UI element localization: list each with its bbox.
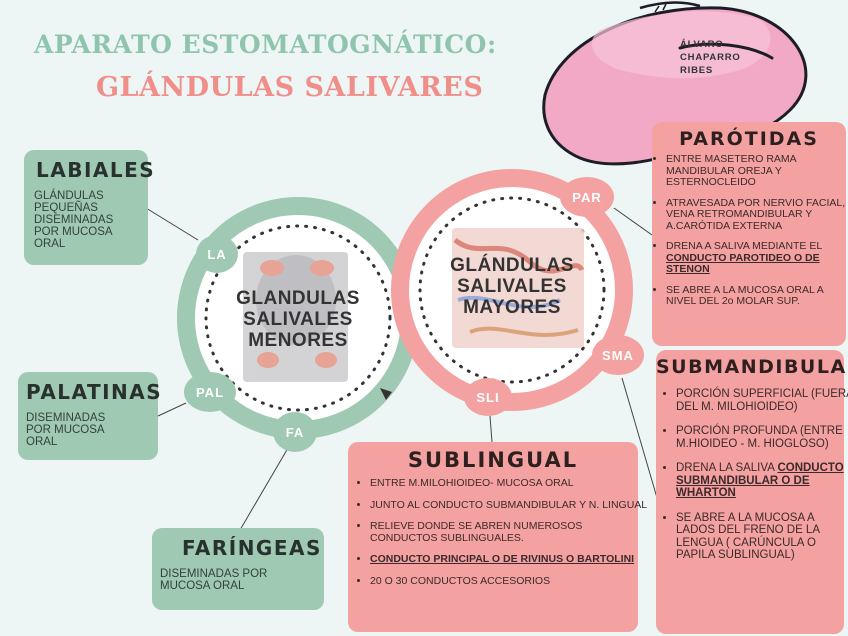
parotidas-card: PARÓTIDAS ENTRE MASETERO RAMA MANDIBULAR… bbox=[652, 122, 846, 346]
submandibular-title: SUBMANDIBULAR bbox=[656, 356, 848, 378]
major-anatomy-image bbox=[452, 228, 585, 348]
sublingual-card: SUBLINGUAL ENTRE M.MILOHIOIDEO- MUCOSA O… bbox=[348, 442, 647, 632]
list-item: DRENA A SALIVA MEDIANTE EL CONDUCTO PARO… bbox=[666, 240, 848, 276]
author-line: CHAPARRO bbox=[680, 52, 741, 63]
text-line: PEQUEÑAS bbox=[34, 202, 98, 214]
center-line: GLÁNDULAS bbox=[450, 255, 574, 276]
text-line: POR MUCOSA bbox=[34, 226, 113, 238]
text-line: DISEMINADAS bbox=[26, 412, 106, 424]
list-item-text: DRENA A SALIVA MEDIANTE EL bbox=[666, 240, 822, 252]
center-line: GLANDULAS bbox=[236, 288, 360, 309]
text-line: GLÁNDULAS bbox=[34, 190, 104, 202]
list-item: JUNTO AL CONDUCTO SUBMANDIBULAR Y N. LIN… bbox=[370, 499, 650, 512]
connector-submandibular bbox=[621, 377, 661, 509]
submandibular-card: SUBMANDIBULAR PORCIÓN SUPERFICIAL (FUERA… bbox=[656, 350, 848, 634]
parotidas-title: PARÓTIDAS bbox=[679, 128, 819, 150]
sublingual-title: SUBLINGUAL bbox=[407, 448, 579, 472]
list-item: ENTRE MASETERO RAMA MANDIBULAR OREJA Y E… bbox=[666, 153, 848, 189]
center-line: MENORES bbox=[248, 330, 348, 351]
palatinas-text: DISEMINADAS POR MUCOSA ORAL bbox=[26, 412, 105, 448]
text-line: MUCOSA ORAL bbox=[160, 580, 245, 592]
major-center-label: GLÁNDULAS SALIVALES MAYORES bbox=[432, 255, 592, 318]
list-item: SE ABRE A LA MUCOSA ORAL A NIVEL DEL 2o … bbox=[666, 284, 848, 308]
node-par[interactable]: PAR bbox=[560, 177, 614, 217]
labiales-card: LABIALES GLÁNDULAS PEQUEÑAS DISEMINADAS … bbox=[24, 150, 154, 265]
palatinas-title: PALATINAS bbox=[26, 380, 163, 404]
list-item: PORCIÓN PROFUNDA (ENTRE M.HIOIDEO - M. H… bbox=[676, 425, 848, 450]
connector-labiales bbox=[145, 207, 199, 241]
text-line: DISEMINADAS bbox=[34, 214, 114, 226]
center-line: MAYORES bbox=[463, 297, 561, 318]
list-item: CONDUCTO PRINCIPAL O DE RIVINUS O BARTOL… bbox=[370, 553, 650, 566]
duct-name: CONDUCTO PRINCIPAL O DE RIVINUS O BARTOL… bbox=[370, 553, 635, 565]
duct-name: CONDUCTO SUBMANDIBULAR O DE WHARTON bbox=[676, 462, 844, 499]
node-fa[interactable]: FA bbox=[273, 412, 317, 452]
minor-anatomy-image bbox=[243, 252, 348, 382]
connector-faringeas bbox=[239, 447, 289, 531]
text-line: ORAL bbox=[34, 238, 66, 250]
list-item: RELIEVE DONDE SE ABREN NUMEROSOS CONDUCT… bbox=[370, 520, 650, 544]
faringeas-text: DISEMINADAS POR MUCOSA ORAL bbox=[160, 568, 267, 592]
text-line: ORAL bbox=[26, 436, 58, 448]
list-item: SE ABRE A LA MUCOSA A LADOS DEL FRENO DE… bbox=[676, 512, 848, 562]
connector-parotidas bbox=[613, 207, 653, 236]
faringeas-card: FARÍNGEAS DISEMINADAS POR MUCOSA ORAL bbox=[152, 528, 324, 610]
author-line: ÁLVARO bbox=[680, 39, 724, 50]
list-item: DRENA LA SALIVA CONDUCTO SUBMANDIBULAR O… bbox=[676, 462, 848, 500]
main-title: APARATO ESTOMATOGNÁTICO: bbox=[34, 30, 497, 59]
faringeas-title: FARÍNGEAS bbox=[182, 536, 322, 560]
connector-sublingual bbox=[489, 415, 493, 443]
labiales-title: LABIALES bbox=[36, 158, 156, 182]
sublingual-list: ENTRE M.MILOHIOIDEO- MUCOSA ORAL JUNTO A… bbox=[348, 477, 650, 588]
list-item: PORCIÓN SUPERFICIAL (FUERA DEL M. MILOHI… bbox=[676, 388, 848, 413]
minor-center-label: GLANDULAS SALIVALES MENORES bbox=[218, 288, 378, 351]
list-item: ATRAVESADA POR NERVIO FACIAL, VENA RETRO… bbox=[666, 197, 848, 233]
author-name: ÁLVARO CHAPARRO RIBES bbox=[680, 38, 741, 77]
node-pal[interactable]: PAL bbox=[184, 372, 236, 412]
duct-name: CONDUCTO PAROTIDEO O DE STENON bbox=[666, 251, 820, 275]
text-line: DISEMINADAS POR bbox=[160, 568, 268, 580]
node-sli[interactable]: SLI bbox=[464, 378, 512, 416]
palatinas-card: PALATINAS DISEMINADAS POR MUCOSA ORAL bbox=[18, 372, 161, 460]
parotidas-list: ENTRE MASETERO RAMA MANDIBULAR OREJA Y E… bbox=[652, 153, 848, 317]
list-item: ENTRE M.MILOHIOIDEO- MUCOSA ORAL bbox=[370, 477, 650, 490]
list-item: 20 O 30 CONDUCTOS ACCESORIOS bbox=[370, 575, 650, 588]
node-sma[interactable]: SMA bbox=[592, 335, 644, 375]
list-item-text: DRENA LA SALIVA bbox=[676, 462, 778, 474]
author-line: RIBES bbox=[680, 65, 714, 76]
submandibular-list: PORCIÓN SUPERFICIAL (FUERA DEL M. MILOHI… bbox=[656, 388, 848, 562]
node-la[interactable]: LA bbox=[196, 235, 238, 273]
main-subtitle: GLÁNDULAS SALIVARES bbox=[96, 72, 484, 103]
center-line: SALIVALES bbox=[243, 309, 353, 330]
labiales-text: GLÁNDULAS PEQUEÑAS DISEMINADAS POR MUCOS… bbox=[34, 190, 113, 250]
connector-palatinas bbox=[157, 402, 187, 417]
center-line: SALIVALES bbox=[457, 276, 567, 297]
text-line: POR MUCOSA bbox=[26, 424, 105, 436]
